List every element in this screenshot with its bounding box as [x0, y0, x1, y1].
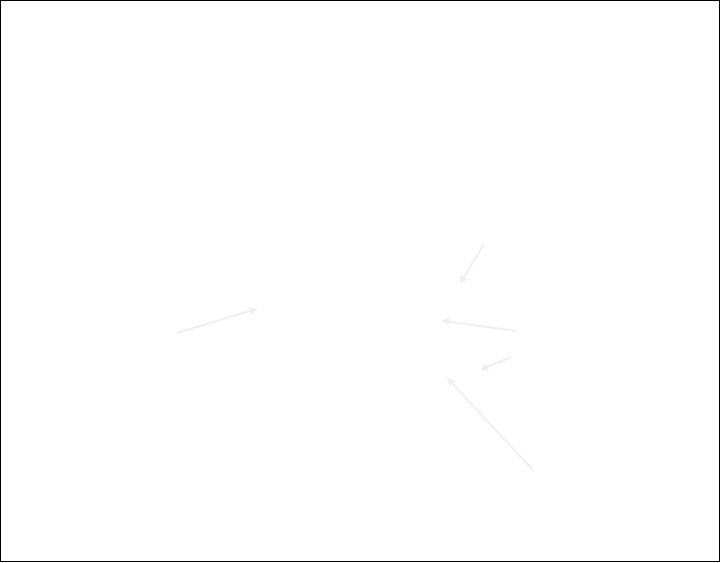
arrow-top-right-pointing-down: [459, 243, 485, 284]
arrow-right-pointing-left: [441, 317, 517, 332]
arrow-bottom-right-pointing-up-left: [446, 377, 534, 471]
arrow-small-right-pointing-left: [480, 356, 512, 371]
arrow-left-pointing-right: [176, 306, 258, 334]
